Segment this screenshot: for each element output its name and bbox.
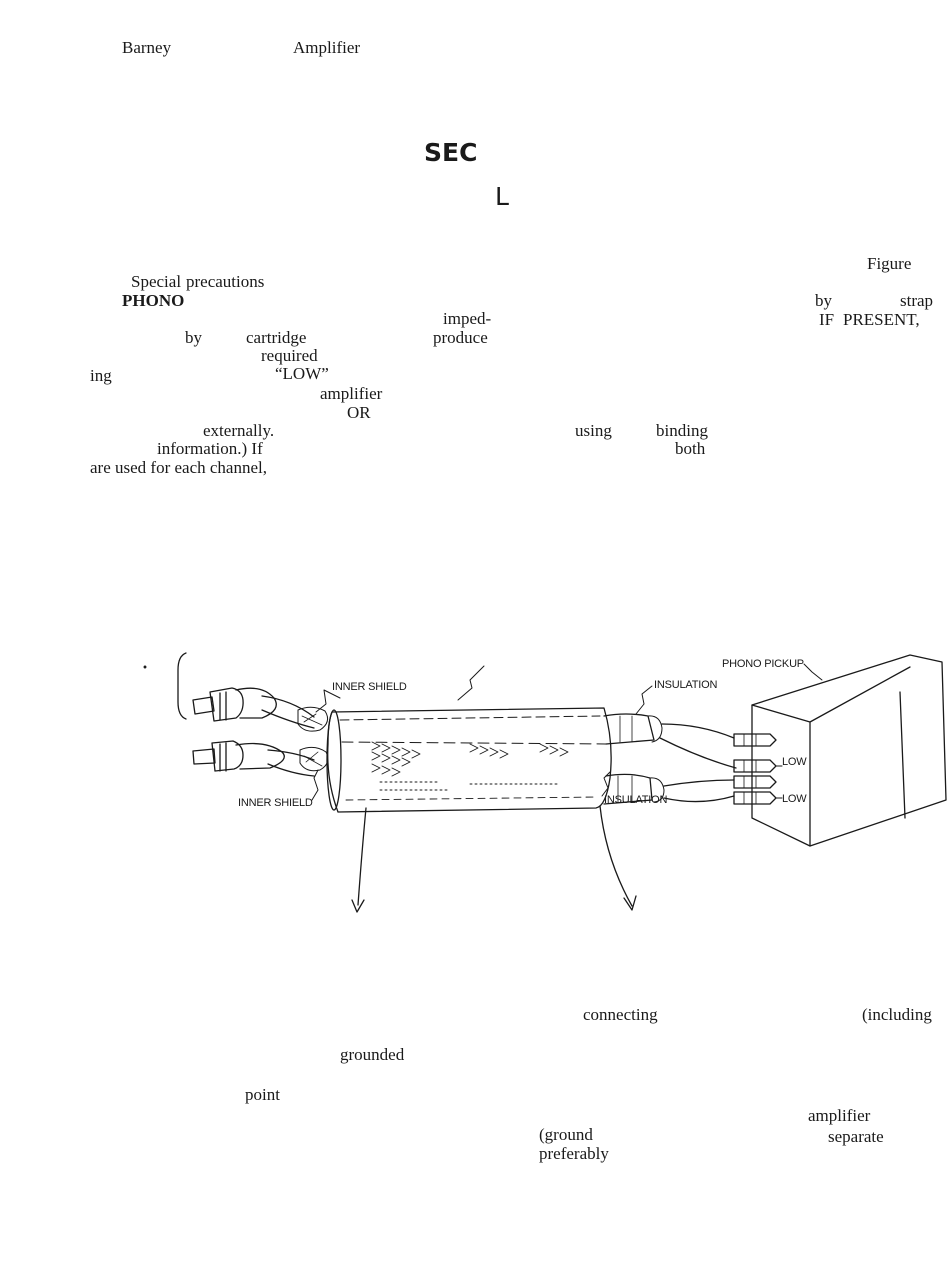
label-insulation-bottom: INSULATION <box>604 794 667 806</box>
p2-word: amplifier <box>808 1106 871 1125</box>
p2-word: connecting <box>583 1005 658 1024</box>
p1-word: PHONO <box>122 291 185 310</box>
p1-word: Special <box>131 272 182 291</box>
p1-word: both <box>675 439 706 458</box>
phono-pickup-box <box>751 654 947 847</box>
leader-phono-pickup <box>803 663 823 681</box>
p2-word: point <box>245 1085 280 1104</box>
p1-word: IF <box>819 310 835 329</box>
p1-word: cartridge <box>246 328 307 347</box>
p1-word: information.) If <box>157 439 263 458</box>
label-inner-shield-bottom: INNER SHIELD <box>238 797 313 809</box>
p1-word: are used for each channel, <box>90 458 267 477</box>
phono-pickup-edges <box>751 666 911 847</box>
p1-word: by <box>815 291 832 310</box>
p1-word: required <box>261 346 318 365</box>
section-subtitle: L <box>495 182 509 211</box>
right-conductors <box>603 713 737 805</box>
inner-shield-braid-top <box>297 706 329 732</box>
p2-word: (including <box>862 1005 932 1024</box>
leader-inner-shield-top <box>315 689 341 713</box>
upper-plug <box>192 687 315 729</box>
p2-word: grounded <box>340 1045 405 1064</box>
p1-word: OR <box>347 403 371 422</box>
tip-lugs <box>733 733 777 805</box>
label-low-1: LOW <box>782 756 807 768</box>
p1-word: “LOW” <box>275 364 329 383</box>
p1-word: PRESENT, <box>843 310 920 329</box>
cable-jacket <box>327 707 612 813</box>
inner-shield-braid-bottom <box>299 746 329 772</box>
p1-word: produce <box>433 328 488 347</box>
leader-insulation-top <box>635 685 653 715</box>
leader-cable <box>457 665 485 701</box>
p2-word: preferably <box>539 1144 609 1163</box>
p1-word: imped- <box>443 309 492 328</box>
leader-insulation-bottom <box>601 771 611 797</box>
stray-dot <box>143 665 147 669</box>
p1-word: binding <box>656 421 708 440</box>
ground-wire-left <box>357 807 367 906</box>
section-title: SEC <box>424 138 478 167</box>
p1-word: using <box>575 421 612 440</box>
p1-word: amplifier <box>320 384 383 403</box>
bracket-mark <box>177 652 187 720</box>
label-inner-shield-top: INNER SHIELD <box>332 681 407 693</box>
header-right: Amplifier <box>293 38 361 57</box>
label-insulation-top: INSULATION <box>654 679 717 691</box>
label-phono-pickup: PHONO PICKUP <box>722 658 804 670</box>
header-left: Barney <box>122 38 172 57</box>
p1-word: externally. <box>203 421 275 440</box>
p1-word: ing <box>90 366 112 385</box>
p2-word: (ground <box>539 1125 593 1144</box>
cable-jacket-end <box>326 709 342 811</box>
label-low-2: LOW <box>782 793 807 805</box>
jacket-shading <box>371 741 569 791</box>
p1-word: Figure <box>867 254 912 273</box>
p2-word: separate <box>828 1127 884 1146</box>
ground-wire-right <box>599 805 633 907</box>
ground-wire-right-arrow <box>623 895 637 911</box>
p1-word: by <box>185 328 202 347</box>
lower-plug <box>192 740 315 777</box>
ground-wire-left-arrow <box>351 899 365 913</box>
p1-word: precautions <box>186 272 265 291</box>
leader-inner-shield-bottom <box>311 769 319 801</box>
p1-word: strap <box>900 291 934 310</box>
